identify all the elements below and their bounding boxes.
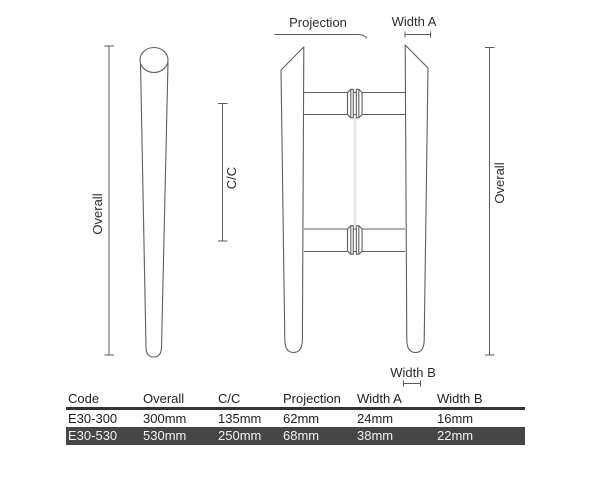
cc-label: C/C (224, 167, 239, 189)
handle-technical-drawing: Overall C/C (90, 14, 507, 387)
col-header-overall: Overall (143, 391, 185, 406)
projection-label: Projection (289, 15, 347, 30)
cell-width-a: 24mm (357, 411, 394, 426)
width-b-label: Width B (390, 365, 436, 380)
col-header-width-b: Width B (437, 391, 483, 406)
cell-projection: 62mm (283, 411, 320, 426)
glass-clamp-top (346, 88, 363, 119)
top-post (304, 91, 405, 116)
cell-width-b: 22mm (437, 428, 474, 443)
cell-cc: 250mm (218, 428, 262, 443)
projection-dimension: Projection (274, 15, 368, 39)
handle-pair-side-view (280, 44, 429, 354)
cell-cc: 135mm (218, 411, 262, 426)
overall-left-label: Overall (90, 193, 105, 234)
cell-code: E30-530 (68, 428, 118, 443)
cell-projection: 68mm (283, 428, 320, 443)
width-b-dimension: Width B (390, 365, 436, 387)
overall-dimension-right: Overall (485, 47, 507, 356)
col-header-projection: Projection (283, 391, 341, 406)
left-blade (280, 46, 305, 354)
col-header-code: Code (68, 391, 100, 406)
cell-overall: 300mm (143, 411, 187, 426)
width-a-dimension: Width A (392, 14, 437, 38)
spec-row-e30-530-highlighted[interactable]: E30-530 530mm 250mm 68mm 38mm 22mm (66, 427, 525, 445)
overall-dimension-left: Overall (90, 45, 114, 356)
cell-code: E30-300 (68, 411, 118, 426)
handle-front-view (139, 46, 169, 358)
col-header-cc: C/C (218, 391, 241, 406)
cell-width-b: 16mm (437, 411, 474, 426)
bottom-post (304, 228, 405, 253)
spec-row-e30-300[interactable]: E30-300 300mm 135mm 62mm 24mm 16mm (66, 410, 525, 427)
spec-table: Code Overall C/C Projection Width A Widt… (66, 391, 525, 445)
cell-width-a: 38mm (357, 428, 394, 443)
width-a-label: Width A (392, 14, 437, 29)
col-header-width-a: Width A (357, 391, 402, 406)
right-blade (404, 44, 429, 354)
cell-overall: 530mm (143, 428, 187, 443)
glass-clamp-bottom (346, 225, 363, 255)
header-separator-line (66, 407, 525, 410)
cc-dimension: C/C (218, 103, 239, 242)
spec-table-header: Code Overall C/C Projection Width A Widt… (66, 391, 525, 406)
overall-right-label: Overall (492, 162, 507, 203)
